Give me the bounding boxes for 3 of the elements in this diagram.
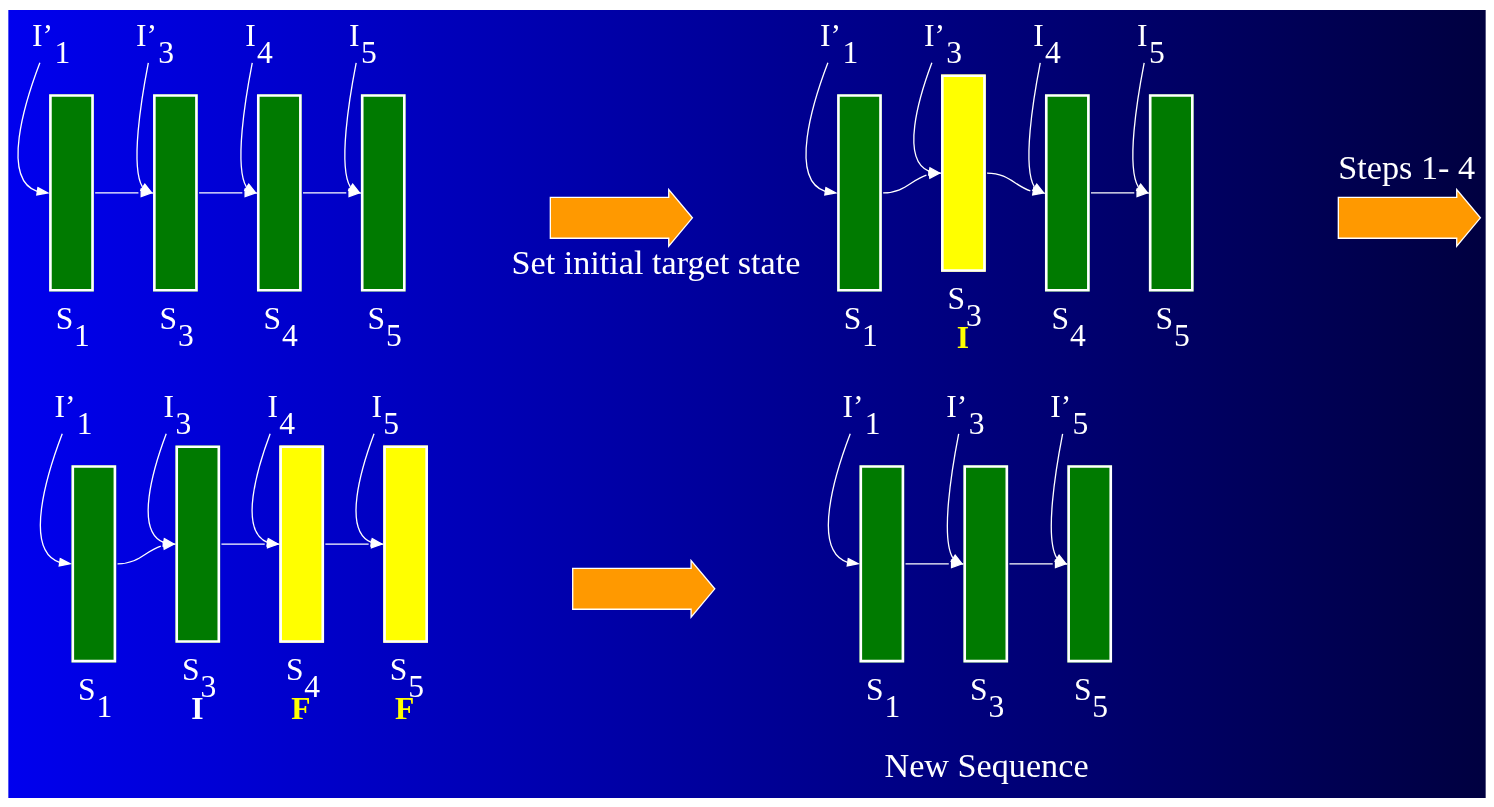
label: New Sequence: [884, 746, 1089, 784]
node-label: Steps 1- 4: [1338, 148, 1476, 186]
node-label: Set initial target state: [511, 243, 801, 280]
